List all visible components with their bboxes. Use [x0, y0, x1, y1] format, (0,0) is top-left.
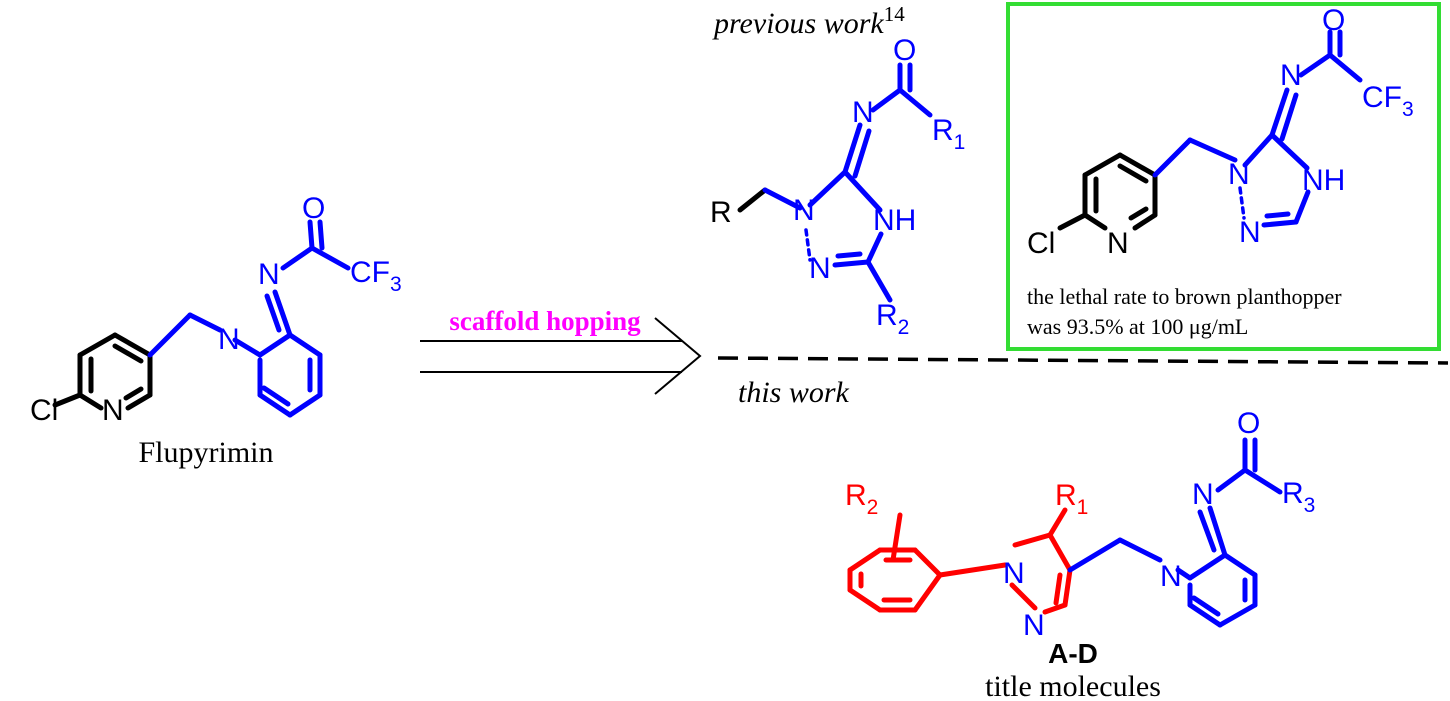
highlight-box: [1006, 2, 1441, 351]
flupyrimin-n-imine-label: N: [258, 258, 280, 291]
highlight-n2-label: N: [1239, 216, 1261, 249]
previous-work-o-label: O: [893, 34, 916, 67]
section-divider: [717, 356, 1449, 365]
highlight-structure: Cl N N N NH N O CF3: [1027, 4, 1414, 260]
this-work-n-imine-label: N: [1192, 478, 1214, 511]
this-work-n-ring-label: N: [1160, 560, 1182, 593]
previous-work-n-imine-label: N: [852, 96, 874, 129]
highlight-text-line2: was 93.5% at 100 μg/mL: [1027, 314, 1248, 339]
highlight-n-imine-label: N: [1280, 59, 1302, 92]
flupyrimin-n-pyridine-label: N: [102, 394, 124, 427]
previous-work-r1-label: R1: [932, 114, 965, 154]
this-work-r2-label: R2: [845, 479, 878, 519]
previous-work-n2-label: N: [809, 252, 831, 285]
pyridinylidene-fragment: [147, 219, 351, 418]
flupyrimin-structure: Cl N N N O CF3 Flupyrimin: [30, 192, 402, 469]
highlight-text-line1: the lethal rate to brown planthopper: [1027, 284, 1342, 309]
flupyrimin-cf3-label: CF3: [350, 256, 402, 296]
this-work-n-pyrazole2-label: N: [1023, 609, 1045, 642]
previous-work-structure: R N N NH N O R1 R2: [710, 34, 965, 339]
previous-work-nh-label: NH: [873, 204, 916, 237]
flupyrimin-o-label: O: [302, 192, 325, 225]
title-molecules-caption: title molecules: [985, 670, 1161, 701]
previous-work-label: previous work14: [712, 2, 905, 40]
highlight-nh-label: NH: [1302, 164, 1345, 197]
phenyl-pyrazole-fragment: [847, 507, 1073, 615]
this-work-o-label: O: [1237, 407, 1260, 440]
highlight-cl-label: Cl: [1027, 227, 1055, 260]
flupyrimin-cl-label: Cl: [30, 394, 58, 427]
compound-id-label: A-D: [1048, 638, 1098, 669]
this-work-r1-label: R1: [1055, 479, 1088, 519]
previous-work-r-label: R: [710, 196, 732, 229]
highlight-n1-label: N: [1228, 158, 1250, 191]
highlight-o-label: O: [1322, 4, 1345, 37]
this-work-r3-label: R3: [1282, 477, 1315, 517]
highlight-n-pyridine-label: N: [1107, 227, 1129, 260]
this-work-n-pyrazole1-label: N: [1003, 557, 1025, 590]
scaffold-hopping-label: scaffold hopping: [449, 306, 641, 336]
flupyrimin-n-ring-label: N: [218, 323, 240, 356]
previous-work-r2-label: R2: [876, 299, 909, 339]
flupyrimin-name: Flupyrimin: [138, 436, 273, 469]
this-work-structure: R2 R1 N N N N O R3: [845, 407, 1315, 642]
previous-work-n1-label: N: [793, 194, 815, 227]
this-work-pyridinylidene-fragment: [1067, 437, 1283, 628]
highlight-cf3-label: CF3: [1362, 81, 1414, 121]
chloropyridine-fragment: [52, 332, 153, 411]
this-work-label: this work: [738, 376, 850, 409]
scaffold-hopping-arrow: [420, 317, 702, 395]
